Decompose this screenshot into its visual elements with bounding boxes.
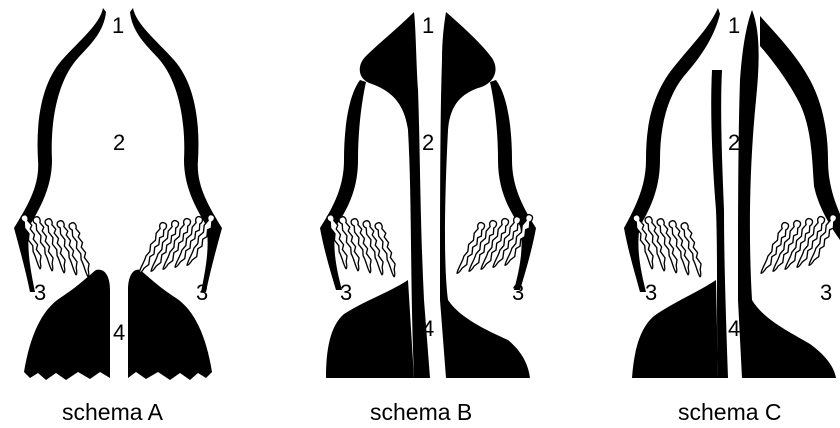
schema-a: 1 2 3 3 4 schema A <box>14 8 222 425</box>
schema-a-label-3-right: 3 <box>196 280 208 305</box>
schema-c-label-2: 2 <box>728 130 740 155</box>
schema-c: 1 2 3 3 4 schema C <box>624 8 840 425</box>
schema-a-label-3-left: 3 <box>34 280 46 305</box>
schema-a-label-1: 1 <box>112 13 124 38</box>
schema-a-label-2: 2 <box>113 130 125 155</box>
schema-c-label-3-left: 3 <box>645 280 657 305</box>
schema-a-label-4: 4 <box>113 320 125 345</box>
schema-b-label-4: 4 <box>422 316 434 341</box>
schema-c-left-gills <box>631 214 708 277</box>
schema-b-label-3-left: 3 <box>340 280 352 305</box>
schema-b: 1 2 3 3 4 schema B <box>320 12 536 425</box>
schema-c-label-1: 1 <box>728 13 740 38</box>
schema-c-label-4: 4 <box>728 316 740 341</box>
schema-b-label-2: 2 <box>422 130 434 155</box>
schema-c-label-3-right: 3 <box>820 280 832 305</box>
schema-b-label-3-right: 3 <box>512 280 524 305</box>
schema-b-caption: schema B <box>370 399 472 425</box>
schema-a-caption: schema A <box>62 399 164 425</box>
schema-b-label-1: 1 <box>422 13 434 38</box>
schema-c-caption: schema C <box>678 399 782 425</box>
schema-c-right-outer-arch <box>760 16 840 240</box>
schema-c-right-gills <box>761 213 838 276</box>
schema-a-right-gills <box>139 213 216 276</box>
